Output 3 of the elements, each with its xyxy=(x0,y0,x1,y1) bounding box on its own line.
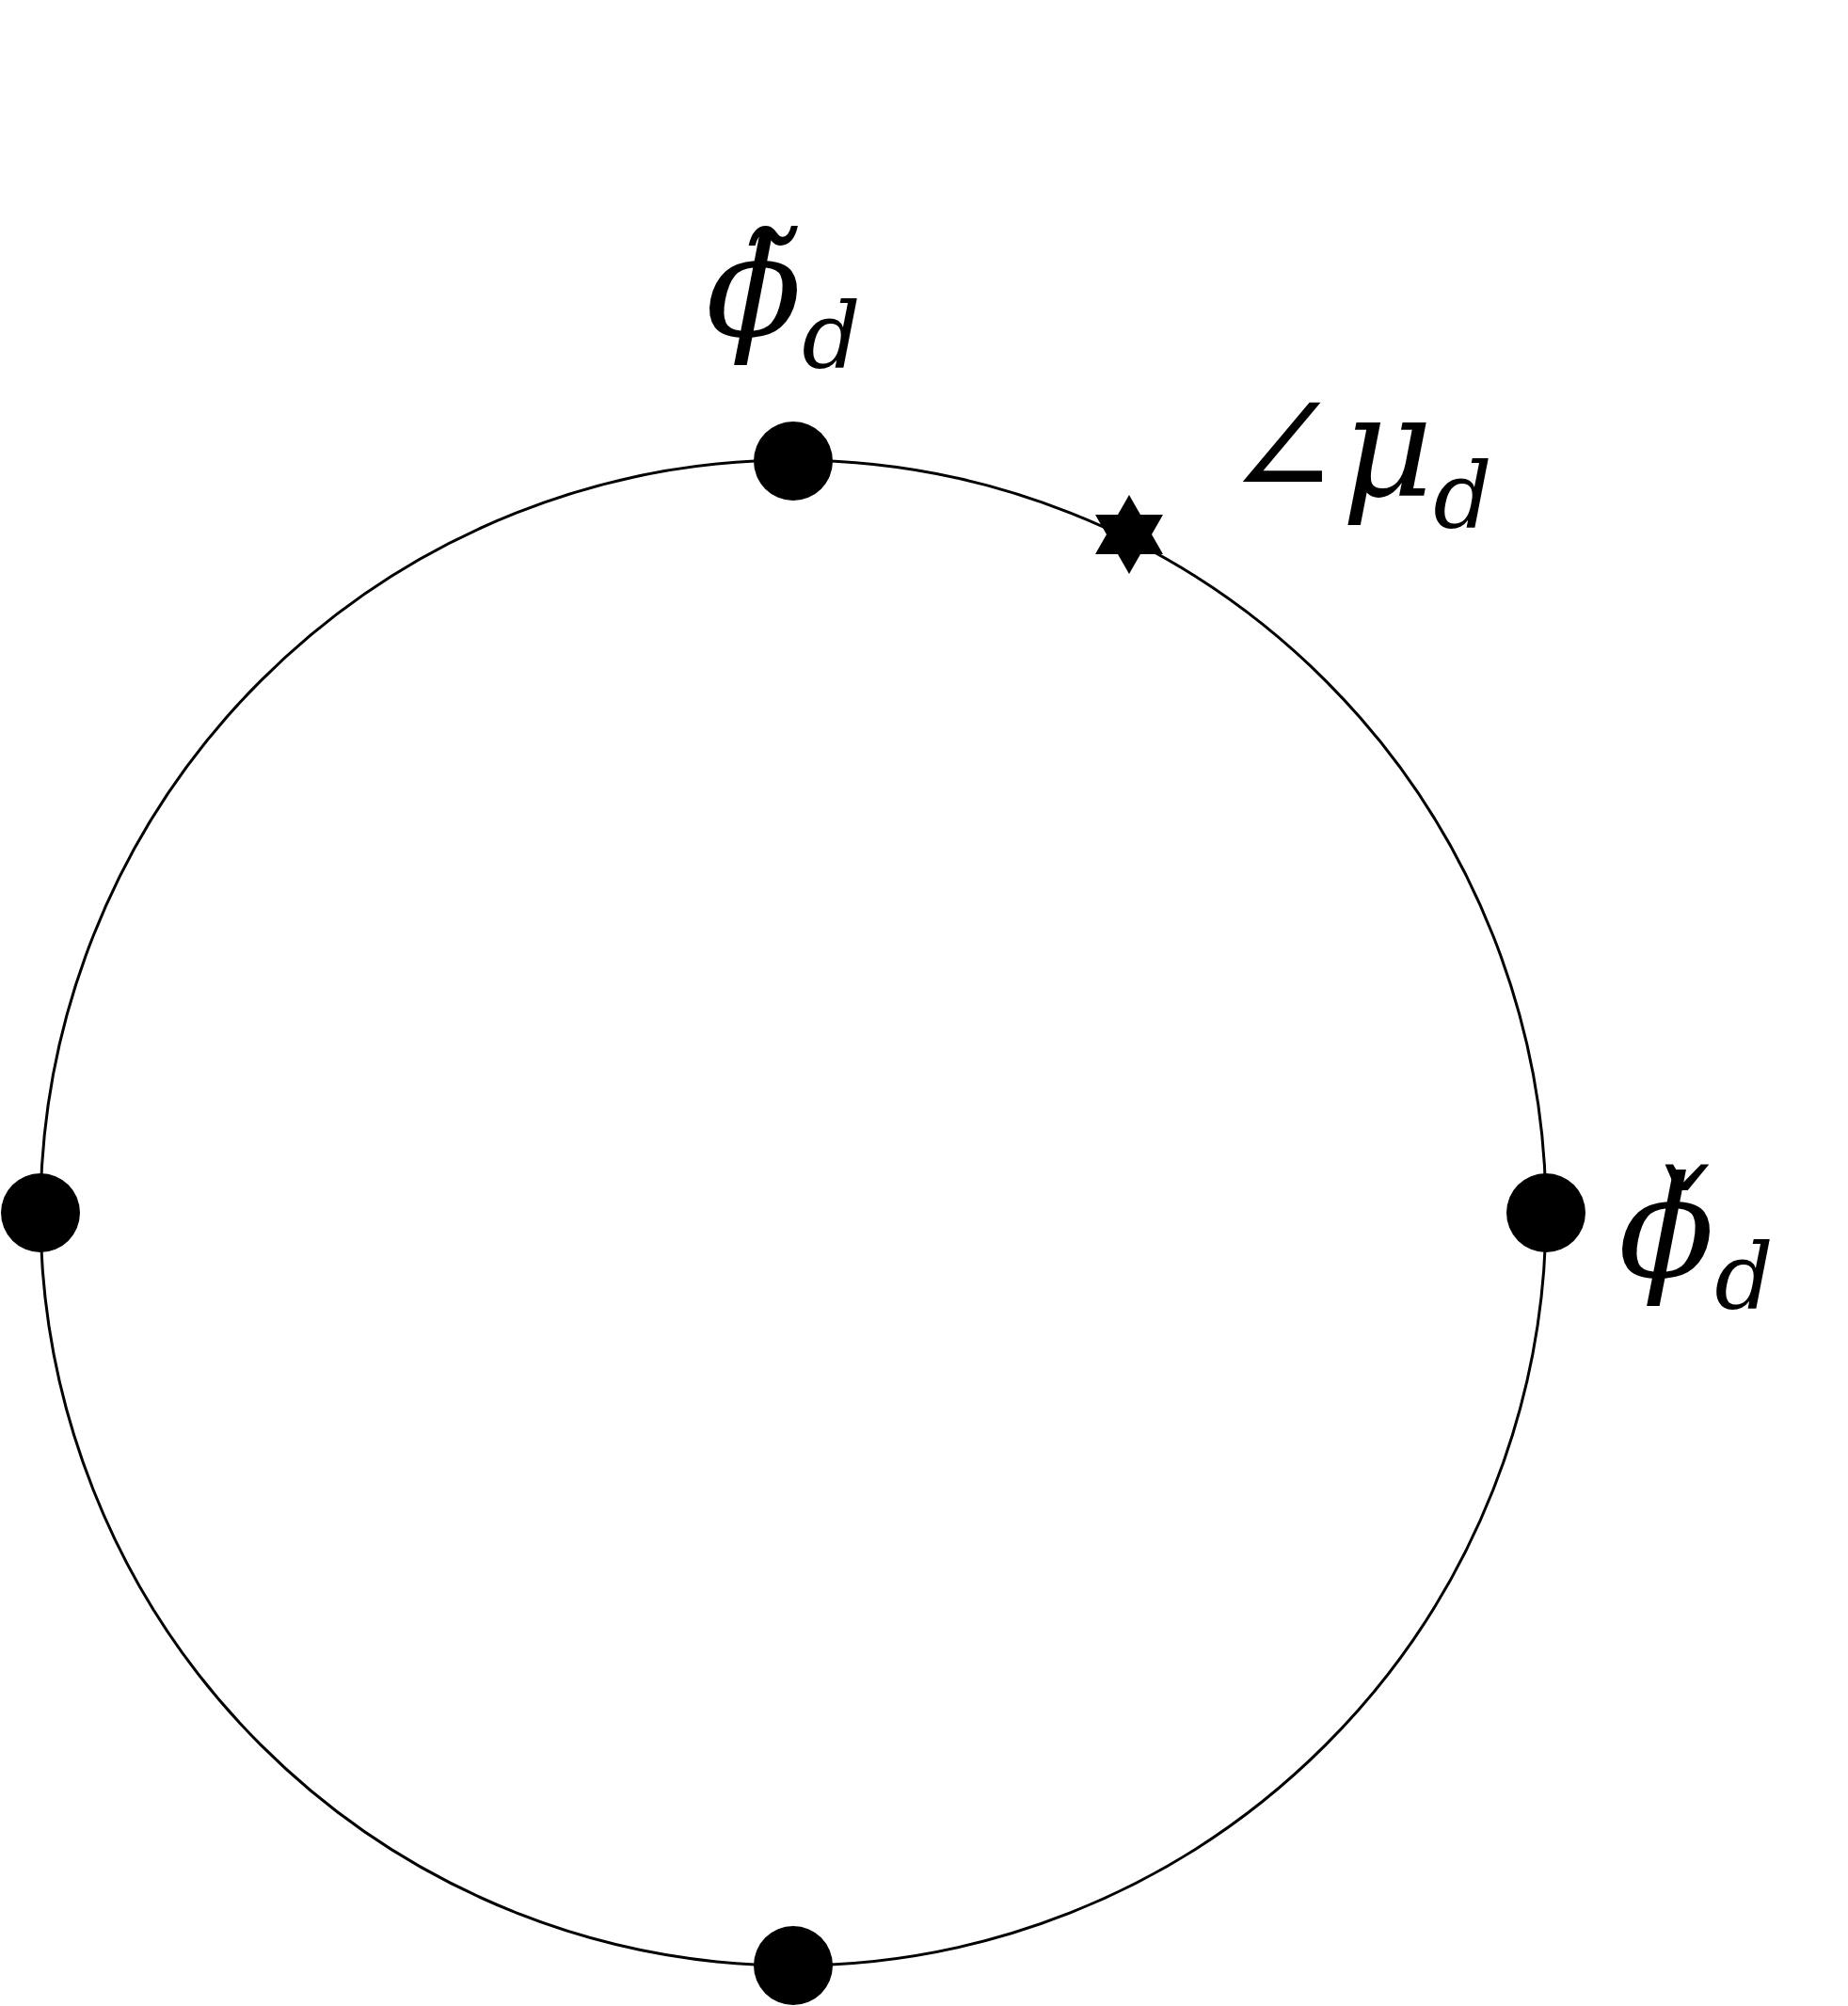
math-label: ϕ̌$_{d}$ xyxy=(1618,1157,1774,1324)
math-label: ∠μ$_{d}$ xyxy=(1223,376,1492,543)
math-label: ϕ̃$_{d}$ xyxy=(706,216,861,383)
